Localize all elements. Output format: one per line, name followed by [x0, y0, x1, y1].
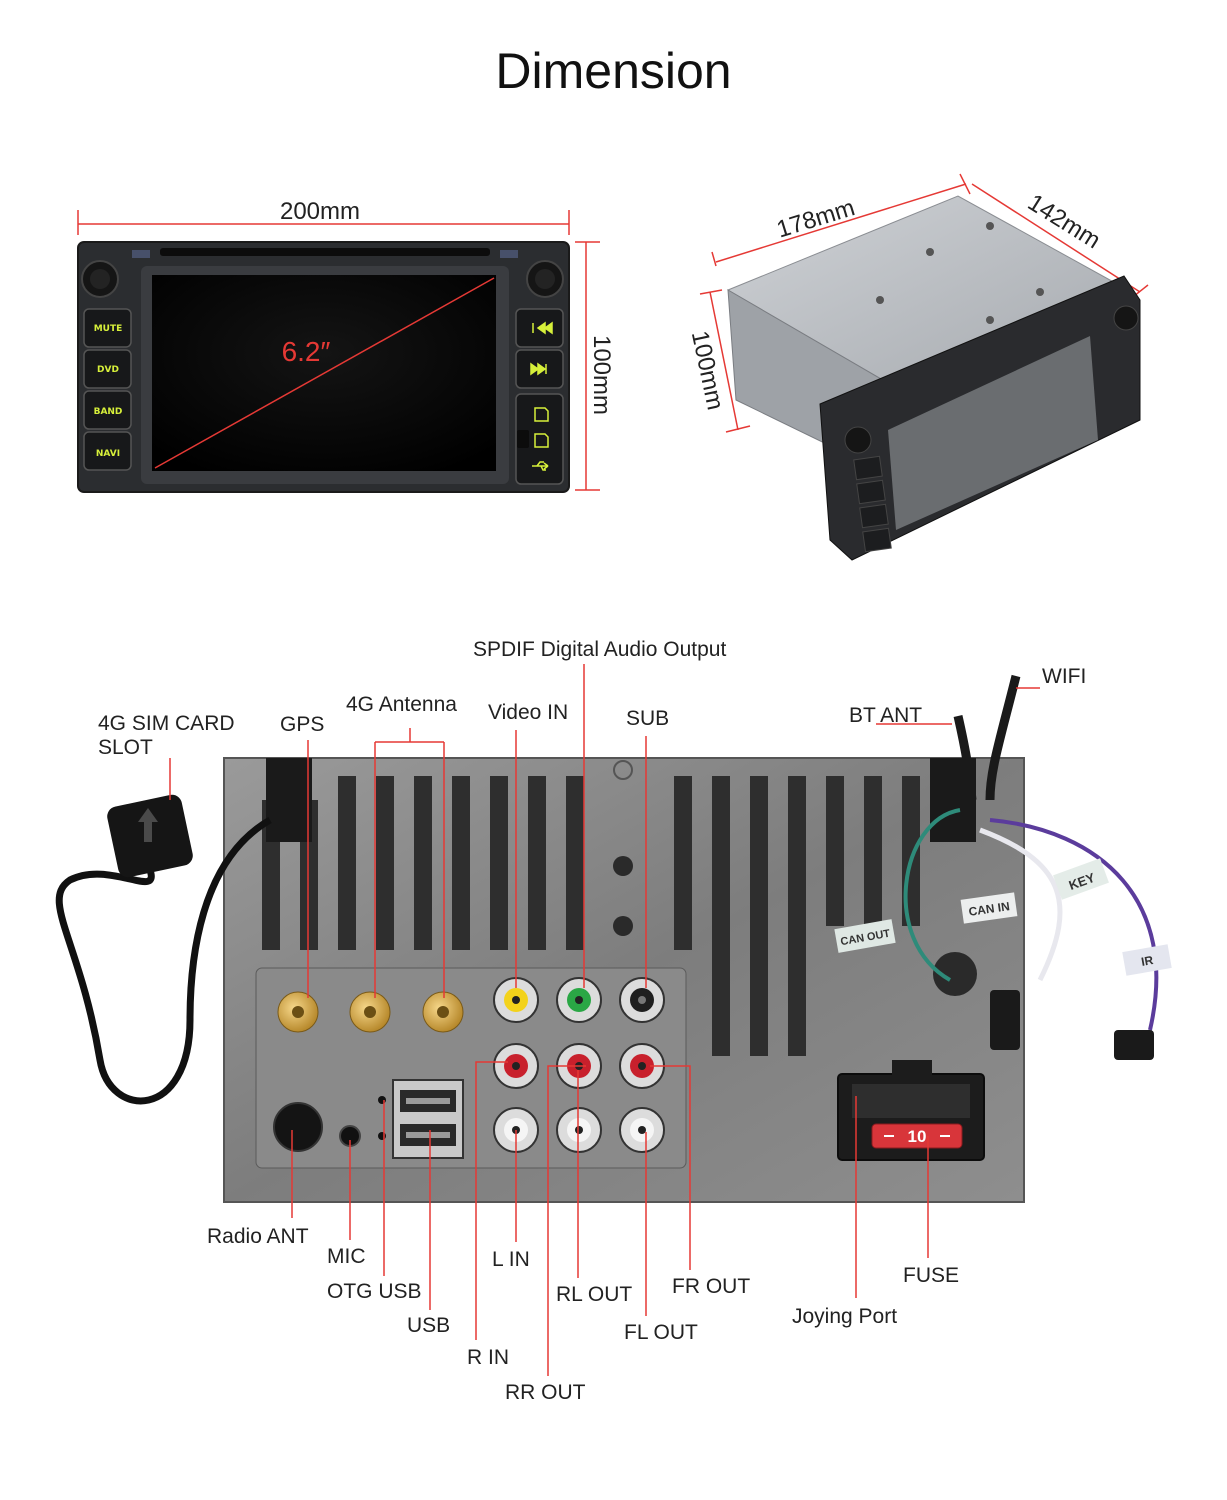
- iso-right-knob: [1113, 305, 1139, 331]
- video-in-label: Video IN: [488, 701, 568, 724]
- gps-label: GPS: [280, 713, 324, 736]
- iso-screen: [888, 336, 1098, 530]
- gps-card-icon: [534, 433, 549, 448]
- fr-out-label: FR OUT: [672, 1275, 750, 1298]
- wifi-antenna-cable: [985, 674, 1021, 801]
- band-button-label: BAND: [94, 407, 123, 417]
- bt-antenna-cable: [953, 715, 977, 801]
- dvd-button-label: DVD: [97, 365, 119, 375]
- bt-ant-label: BT ANT: [849, 704, 922, 727]
- can-in-tag: [960, 892, 1018, 924]
- fuse-label: FUSE: [903, 1264, 959, 1287]
- radio-ant-socket[interactable]: [273, 1102, 323, 1152]
- fuse[interactable]: [871, 1123, 963, 1149]
- usb-port-icon: [532, 461, 549, 471]
- can-in-tag-label: CAN IN: [968, 899, 1011, 919]
- green-wire: [903, 808, 961, 982]
- vent-slots: [262, 776, 920, 1056]
- sub-label: SUB: [626, 707, 669, 730]
- screen-diagonal-label: 6.2″: [282, 336, 331, 367]
- band-button[interactable]: [83, 390, 132, 430]
- callout-lines: [169, 664, 1040, 1376]
- sim-card-cable: [55, 816, 272, 1105]
- key-tag: [1053, 858, 1109, 900]
- next-track-icon: [530, 362, 547, 376]
- can-out-tag: [834, 919, 896, 953]
- l-in-label: L IN: [492, 1248, 530, 1271]
- diagonal-line: [154, 277, 495, 469]
- dvd-button[interactable]: [83, 349, 132, 389]
- radio-ant-label: Radio ANT: [207, 1225, 309, 1248]
- front-view: 200mm 100mm 6.2″ MUTE DVD BAND NAVI: [77, 198, 615, 493]
- sd-card-icon: [534, 407, 549, 422]
- sim-card-label-line2: SLOT: [98, 736, 153, 759]
- fl-out-label: FL OUT: [624, 1321, 698, 1344]
- r-in-label: R IN: [467, 1346, 509, 1369]
- mic-label: MIC: [327, 1245, 366, 1268]
- length-dimension-line: [715, 183, 967, 263]
- side-length-label: 178mm: [774, 194, 858, 243]
- rl-out-label: RL OUT: [556, 1283, 632, 1306]
- purple-wire: [989, 818, 1159, 1031]
- spdif-label: SPDIF Digital Audio Output: [473, 638, 726, 661]
- mute-button-label: MUTE: [94, 324, 123, 334]
- navi-button-label: NAVI: [96, 449, 120, 459]
- usb-label: USB: [407, 1314, 450, 1337]
- wifi-label: WIFI: [1042, 665, 1086, 688]
- card-slot-panel: [515, 393, 564, 485]
- front-height-label: 100mm: [588, 335, 615, 415]
- joying-port-label: Joying Port: [792, 1305, 897, 1328]
- ir-tag-label: IR: [1140, 953, 1155, 969]
- sim-card-label-line1: 4G SIM CARD: [98, 712, 235, 735]
- mute-button[interactable]: [83, 308, 132, 348]
- navi-button[interactable]: [83, 431, 132, 471]
- iso-left-knob: [844, 426, 872, 454]
- front-width-label: 200mm: [280, 198, 360, 225]
- depth-dimension-line: [971, 183, 1141, 293]
- page-title: Dimension: [495, 43, 732, 99]
- right-button-column: [515, 308, 564, 485]
- white-wire: [979, 827, 1063, 982]
- rear-view: 10 KEY CAN IN CAN OUT IR: [55, 638, 1172, 1404]
- side-height-dimension-line: [709, 291, 739, 431]
- side-height-label: 100mm: [686, 328, 729, 412]
- 4g-antenna-label: 4G Antenna: [346, 693, 457, 716]
- fuse-value: 10: [908, 1127, 927, 1146]
- prev-track-icon: [532, 321, 553, 335]
- rca-connectors: [493, 977, 665, 1153]
- isometric-view: 178mm 142mm 100mm: [686, 173, 1149, 561]
- ir-tag: [1122, 944, 1172, 976]
- otg-usb-label: OTG USB: [327, 1280, 422, 1303]
- sim-arrow-icon: [138, 808, 158, 842]
- left-button-column: MUTE DVD BAND NAVI: [83, 308, 132, 471]
- rr-out-label: RR OUT: [505, 1381, 586, 1404]
